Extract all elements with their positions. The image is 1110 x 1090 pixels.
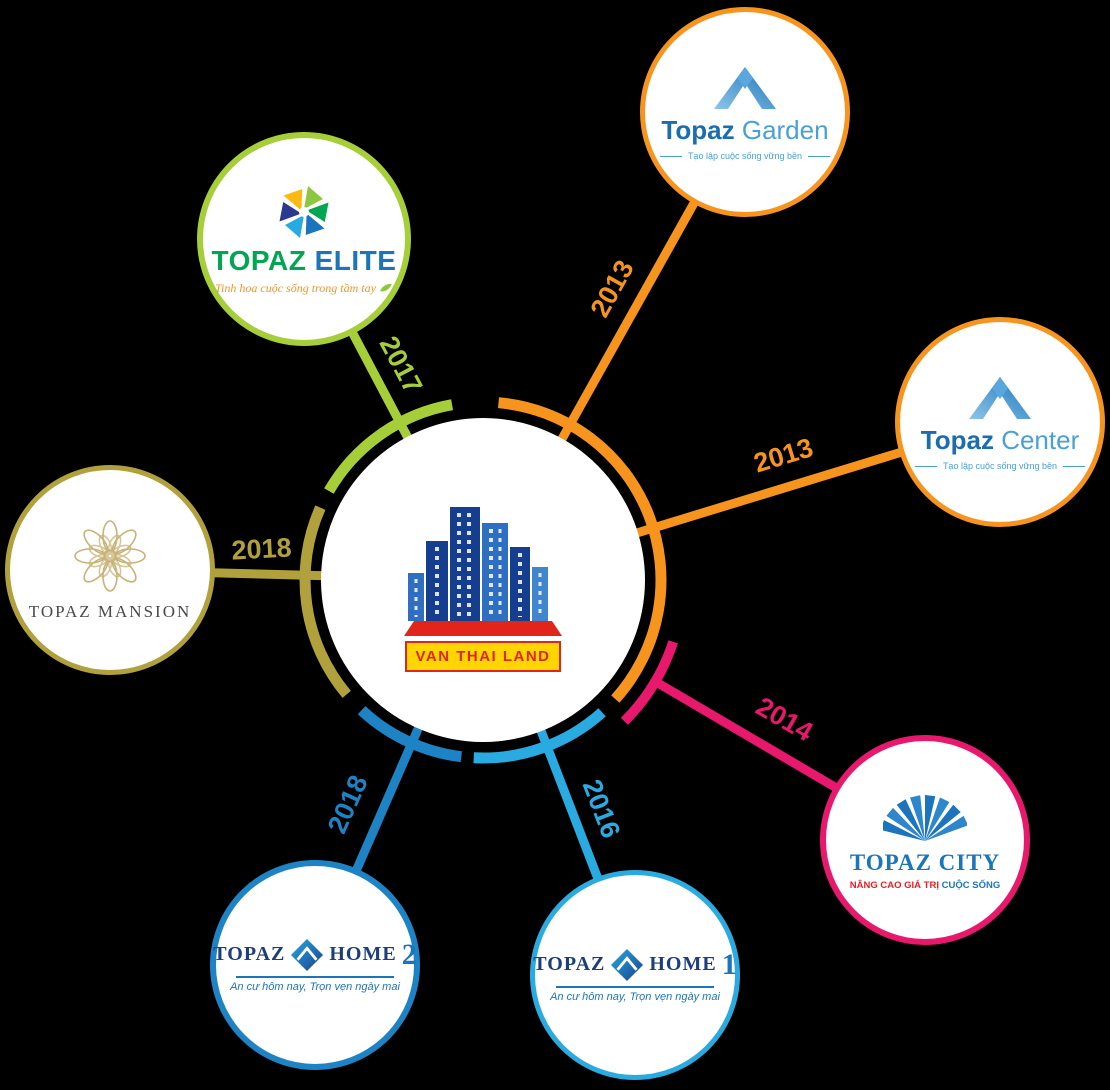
home2-divider xyxy=(236,975,394,978)
home-diamond-icon xyxy=(291,938,324,971)
city-tagline-right: CUỘC SỐNG xyxy=(941,879,1001,891)
city-tagline-left: NÂNG CAO GIÁ TRỊ xyxy=(849,879,939,891)
year-label-mansion: 2018 xyxy=(231,532,293,565)
hub-arc-upper-left xyxy=(324,399,454,494)
hub-brand-text: VAN THAI LAND xyxy=(415,647,551,665)
garden-tagline: Tạo lập cuộc sống vững bền xyxy=(659,151,831,161)
node-topaz-elite: TOPAZ ELITE Tinh hoa cuộc sống trong tầm… xyxy=(197,132,411,346)
city-tagline: NÂNG CAO GIÁ TRỊ CUỘC SỐNG xyxy=(850,880,1000,891)
elite-pinwheel-icon xyxy=(279,185,329,238)
node-topaz-city: TOPAZ CITY NÂNG CAO GIÁ TRỊ CUỘC SỐNG xyxy=(820,735,1030,945)
city-fan-icon xyxy=(883,794,967,841)
tagline-rule-right xyxy=(808,155,831,157)
year-label-center: 2013 xyxy=(750,432,816,478)
node-topaz-home-2: TOPAZ HOME 2 An cư hôm nay, Trọn vẹn ngà… xyxy=(210,860,420,1070)
home2-name-text: HOME xyxy=(329,943,397,965)
hub-arc-bottom-left xyxy=(357,706,463,763)
vanthailand-buildings-icon xyxy=(404,506,562,636)
garden-brand-text: Topaz xyxy=(661,115,735,145)
elite-title: TOPAZ ELITE xyxy=(212,245,397,277)
home1-number-text: 1 xyxy=(721,947,737,981)
home1-brand-text: TOPAZ xyxy=(533,953,606,975)
mansion-lotus-icon xyxy=(74,520,146,592)
tagline-rule-left xyxy=(659,155,682,157)
home2-title: TOPAZ HOME 2 xyxy=(213,937,417,972)
mansion-title: TOPAZ MANSION xyxy=(28,602,192,621)
hub-arc-pink-tick xyxy=(620,640,678,725)
year-label-home2: 2018 xyxy=(322,771,374,838)
tagline-rule-right xyxy=(1063,465,1086,467)
home2-tagline: An cư hôm nay, Trọn vẹn ngày mai xyxy=(230,980,400,993)
garden-title: Topaz Garden xyxy=(661,115,828,146)
home-diamond-icon xyxy=(611,948,644,981)
city-name-text: CITY xyxy=(938,849,1001,875)
garden-name-text: Garden xyxy=(741,115,829,145)
home2-number-text: 2 xyxy=(401,937,417,971)
tagline-rule-left xyxy=(914,465,937,467)
center-tagline: Tạo lập cuộc sống vững bền xyxy=(914,461,1086,471)
garden-tagline-text: Tạo lập cuộc sống vững bền xyxy=(687,151,803,161)
node-topaz-center: Topaz Center Tạo lập cuộc sống vững bền xyxy=(895,317,1105,527)
elite-tagline-text: Tinh hoa cuộc sống trong tầm tay xyxy=(215,280,376,295)
elite-tagline: Tinh hoa cuộc sống trong tầm tay xyxy=(215,281,393,296)
city-brand-text: TOPAZ xyxy=(849,849,932,875)
center-roof-icon xyxy=(969,377,1031,419)
garden-roof-icon xyxy=(714,67,776,109)
node-topaz-garden: Topaz Garden Tạo lập cuộc sống vững bền xyxy=(640,7,850,217)
center-title: Topaz Center xyxy=(921,425,1079,456)
center-tagline-text: Tạo lập cuộc sống vững bền xyxy=(942,461,1058,471)
home1-tagline: An cư hôm nay, Trọn vẹn ngày mai xyxy=(550,990,720,1003)
node-topaz-mansion: TOPAZ MANSION xyxy=(5,465,215,675)
home1-name-text: HOME xyxy=(649,953,717,975)
hub-arc-top-right xyxy=(498,397,667,703)
home2-brand-text: TOPAZ xyxy=(213,943,286,965)
center-name-text: Center xyxy=(1001,425,1080,455)
elite-brand-text: TOPAZ xyxy=(211,244,307,276)
home1-title: TOPAZ HOME 1 xyxy=(533,947,737,982)
elite-name-text: ELITE xyxy=(314,244,397,276)
center-brand-text: Topaz xyxy=(920,425,994,455)
node-topaz-home-1: TOPAZ HOME 1 An cư hôm nay, Trọn vẹn ngà… xyxy=(530,870,740,1080)
hub-arc-left xyxy=(299,505,351,698)
hub-banner: VAN THAI LAND xyxy=(405,640,561,672)
home1-divider xyxy=(556,985,714,988)
city-title: TOPAZ CITY xyxy=(850,850,1000,876)
hub-arc-bottom xyxy=(473,708,606,764)
hub-van-thai-land: VAN THAI LAND xyxy=(321,418,645,742)
elite-leaf-icon xyxy=(379,283,392,292)
